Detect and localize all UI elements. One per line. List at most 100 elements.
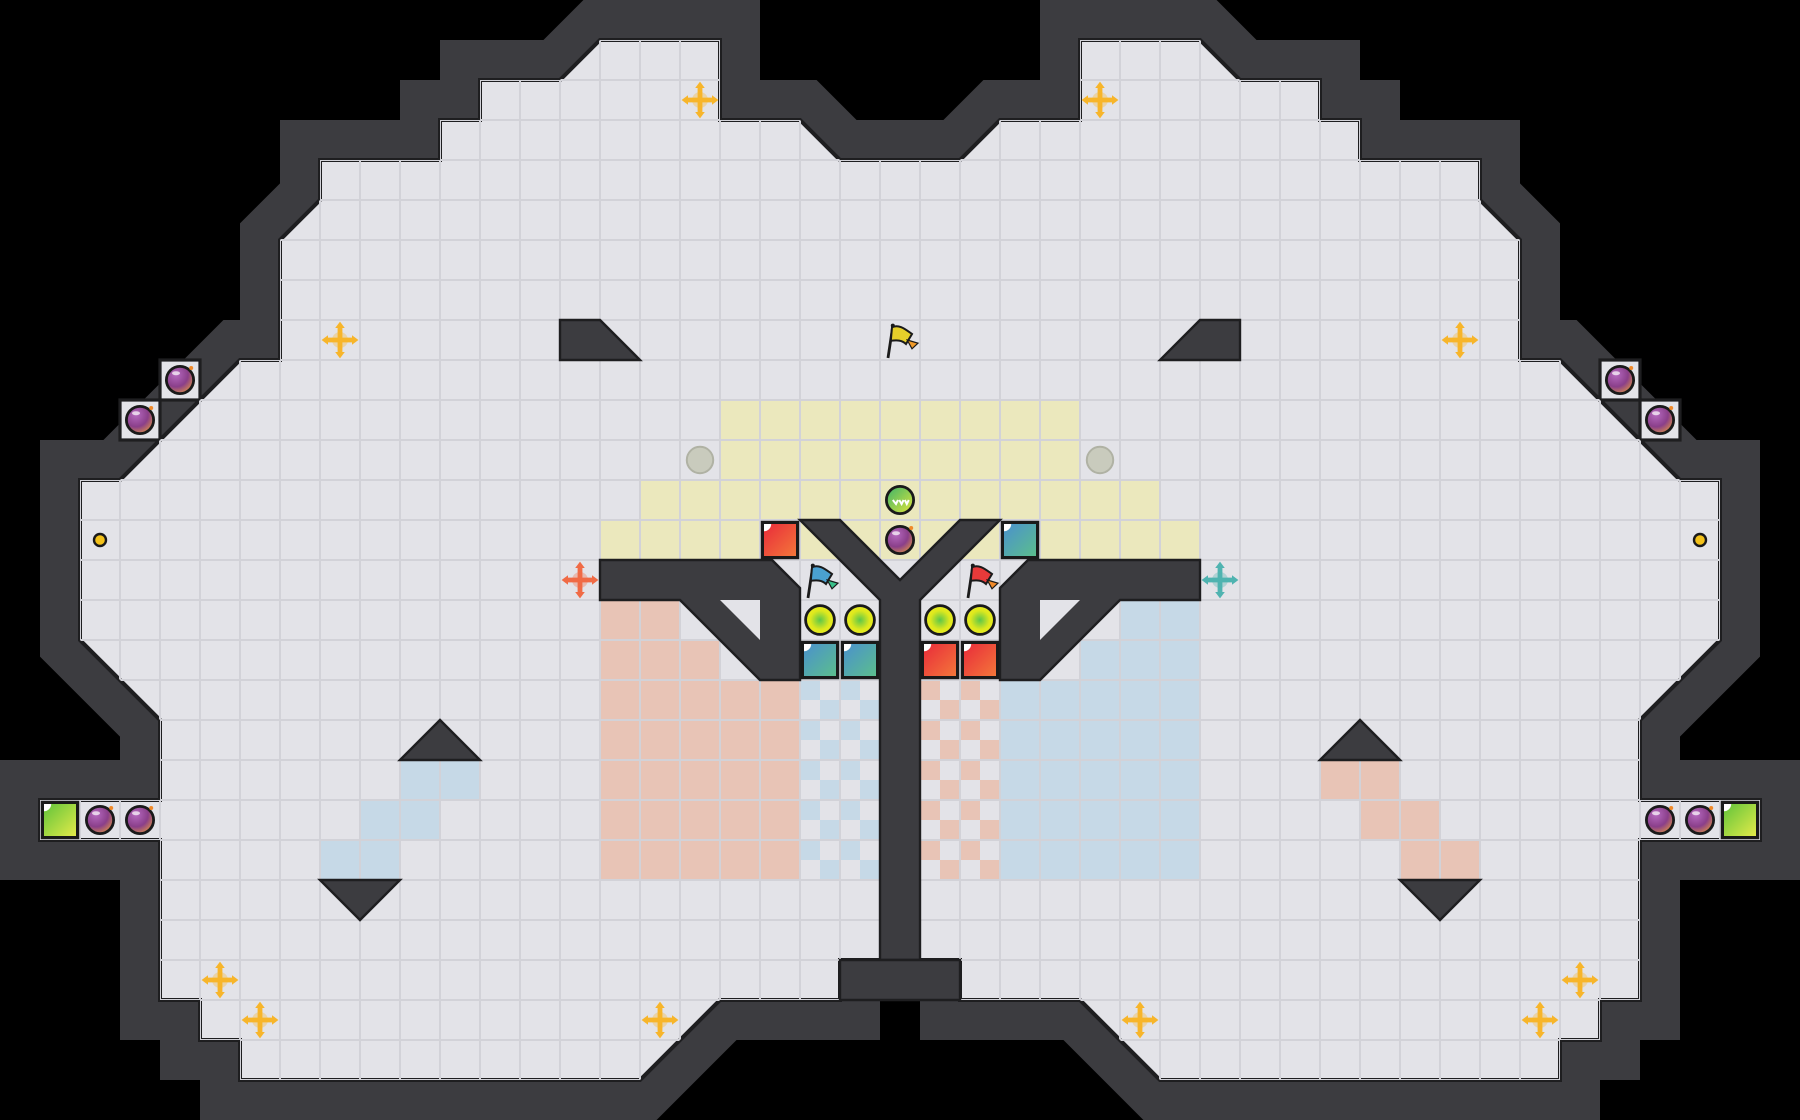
bomb-fuse [149, 806, 154, 810]
powerup-ball-icon [924, 604, 956, 636]
boost-arrowhead [215, 961, 225, 968]
boost-arrowhead [681, 95, 688, 105]
gate-shine [764, 524, 772, 532]
bomb-shine [172, 371, 180, 376]
boost-cross [327, 327, 353, 353]
gate-shine [44, 804, 52, 812]
center-y-wall [797, 518, 1003, 962]
portal-ball-icon [884, 484, 916, 516]
boost-arrowhead [1121, 1015, 1128, 1025]
bomb-fuse [1669, 806, 1674, 810]
gate-square [1000, 520, 1040, 560]
bomb-icon [164, 364, 196, 396]
bomb-icon [124, 804, 156, 836]
boost-arrowhead [335, 321, 345, 328]
flag-knob [810, 563, 815, 568]
gate-shine [804, 644, 812, 652]
right-arm-wall [998, 558, 1202, 682]
bomb-body [1644, 804, 1676, 836]
four-way-arrow-boost-icon [1201, 561, 1239, 599]
bomb-fuse [189, 366, 194, 370]
powerup-ball-icon [964, 604, 996, 636]
boost-arrowhead [575, 561, 585, 568]
powerup-ball [964, 604, 996, 636]
boost-arrowhead [672, 1015, 679, 1025]
boost-arrowhead [1135, 1032, 1145, 1039]
boost-arrowhead [641, 1015, 648, 1025]
four-way-arrow-boost-icon [1521, 1001, 1559, 1039]
flag-tail [985, 579, 1000, 590]
gate-tile-icon [1000, 520, 1040, 560]
four-way-arrow-boost-icon [201, 961, 239, 999]
bomb-shine [1692, 811, 1700, 816]
boost-arrowhead [1552, 1015, 1559, 1025]
wall-spike-up-left [397, 718, 483, 762]
powerup-ball [804, 604, 836, 636]
gate-shine [844, 644, 852, 652]
bomb-icon [1684, 804, 1716, 836]
bomb-shine [132, 811, 140, 816]
boost-arrowhead [1592, 975, 1599, 985]
bomb-fuse [1669, 406, 1674, 410]
left-arm-wall [598, 558, 802, 682]
boost-arrowhead [655, 1032, 665, 1039]
boost-arrowhead [592, 575, 599, 585]
flag-knob [970, 563, 975, 568]
boost-arrowhead [695, 112, 705, 119]
boost-cross [1207, 567, 1233, 593]
boost-arrowhead [1152, 1015, 1159, 1025]
boost-arrowhead [321, 335, 328, 345]
boost-arrowhead [335, 352, 345, 359]
floor-grid [40, 40, 1760, 1080]
bomb-icon [124, 404, 156, 436]
bomb-body [1644, 404, 1676, 436]
bomb-body [1684, 804, 1716, 836]
gate-tile-icon [40, 800, 80, 840]
boost-arrowhead [241, 1015, 248, 1025]
four-way-arrow-boost-icon [561, 561, 599, 599]
boost-arrowhead [1575, 992, 1585, 999]
boost-arrowhead [1095, 81, 1105, 88]
powerup-ball [924, 604, 956, 636]
bomb-fuse [1709, 806, 1714, 810]
bomb-fuse [109, 806, 114, 810]
four-way-arrow-boost-icon [1561, 961, 1599, 999]
boost-arrowhead [1112, 95, 1119, 105]
flag-icon [886, 323, 920, 359]
four-way-arrow-boost-icon [1121, 1001, 1159, 1039]
boost-arrowhead [215, 992, 225, 999]
boost-arrowhead [1201, 575, 1208, 585]
gate-tile-icon [800, 640, 840, 680]
bomb-body [1604, 364, 1636, 396]
map-objects [40, 81, 1760, 1039]
bomb-shine [1652, 411, 1660, 416]
yellow-dot-icon [1692, 532, 1708, 548]
bomb-icon [84, 804, 116, 836]
boost-arrowhead [1455, 352, 1465, 359]
four-way-arrow-boost-icon [641, 1001, 679, 1039]
boost-cross [1527, 1007, 1553, 1033]
yellow-dot-icon [92, 532, 108, 548]
powerup-ball [844, 604, 876, 636]
boost-arrowhead [1215, 561, 1225, 568]
boost-arrowhead [655, 1001, 665, 1008]
boost-cross [1127, 1007, 1153, 1033]
boost-arrowhead [1535, 1001, 1545, 1008]
boost-arrowhead [1561, 975, 1568, 985]
bomb-shine [1612, 371, 1620, 376]
boost-cross [1447, 327, 1473, 353]
gray-marble-icon [1085, 445, 1115, 475]
boost-arrowhead [352, 335, 359, 345]
gate-square [920, 640, 960, 680]
boost-arrowhead [1095, 112, 1105, 119]
gate-tile-icon [840, 640, 880, 680]
wall-notch [720, 600, 760, 640]
wall-triangle-top-left [558, 318, 643, 362]
bomb-shine [1652, 811, 1660, 816]
boost-cross [1567, 967, 1593, 993]
gate-tile-icon [760, 520, 800, 560]
gate-shine [1724, 804, 1732, 812]
boost-arrowhead [561, 575, 568, 585]
boost-arrowhead [232, 975, 239, 985]
